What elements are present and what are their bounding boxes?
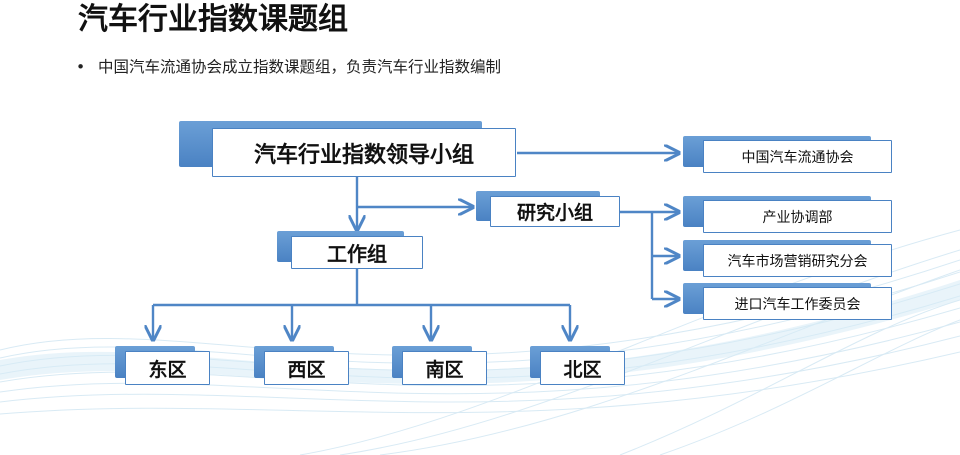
node-west: 西区 bbox=[254, 346, 350, 386]
node-association-label: 中国汽车流通协会 bbox=[703, 140, 892, 173]
node-import: 进口汽车工作委员会 bbox=[683, 283, 893, 321]
node-work-label: 工作组 bbox=[291, 236, 423, 269]
node-leader-group: 汽车行业指数领导小组 bbox=[179, 121, 519, 178]
node-east-label: 东区 bbox=[125, 351, 210, 385]
node-leader-label: 汽车行业指数领导小组 bbox=[212, 128, 516, 177]
node-south: 南区 bbox=[392, 346, 488, 386]
node-work-group: 工作组 bbox=[277, 231, 424, 270]
page-title: 汽车行业指数课题组 bbox=[78, 2, 348, 37]
node-research-group: 研究小组 bbox=[476, 191, 622, 228]
node-west-label: 西区 bbox=[264, 351, 349, 385]
node-north: 北区 bbox=[530, 346, 626, 386]
node-marketing-label: 汽车市场营销研究分会 bbox=[703, 244, 892, 277]
node-association: 中国汽车流通协会 bbox=[683, 136, 893, 174]
node-industry: 产业协调部 bbox=[683, 196, 893, 234]
bullet-point: • 中国汽车流通协会成立指数课题组，负责汽车行业指数编制 bbox=[76, 56, 501, 78]
node-marketing: 汽车市场营销研究分会 bbox=[683, 240, 893, 278]
node-industry-label: 产业协调部 bbox=[703, 200, 892, 233]
node-east: 东区 bbox=[115, 346, 211, 386]
node-north-label: 北区 bbox=[540, 351, 625, 385]
node-research-label: 研究小组 bbox=[490, 196, 620, 227]
node-import-label: 进口汽车工作委员会 bbox=[703, 287, 892, 320]
bullet-dot: • bbox=[76, 58, 86, 76]
bullet-text: 中国汽车流通协会成立指数课题组，负责汽车行业指数编制 bbox=[98, 58, 502, 76]
node-south-label: 南区 bbox=[402, 351, 487, 385]
